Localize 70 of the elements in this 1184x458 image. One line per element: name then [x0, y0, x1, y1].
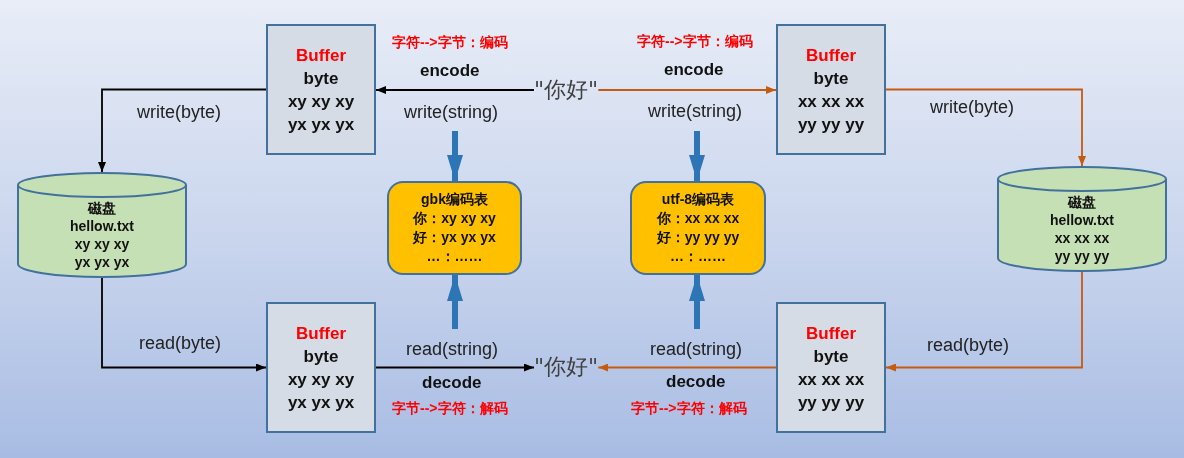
box-text: yx yx yx — [287, 391, 355, 414]
arrow — [101, 277, 267, 372]
box-text: yy yy yy — [797, 113, 865, 136]
box-heading: Buffer — [805, 44, 857, 67]
database-cylinder — [997, 166, 1167, 272]
cylinder-text: xy xy xy — [74, 235, 130, 253]
table-row: 好：yx yx yx — [413, 228, 496, 247]
arrow — [447, 131, 463, 181]
box-heading: Buffer — [805, 322, 857, 345]
edge-label: write(string) — [404, 101, 498, 123]
arrow — [885, 271, 1083, 372]
cylinder-text: 磁盘 — [1068, 193, 1096, 211]
box-text: byte — [303, 345, 339, 368]
cylinder-text: xx xx xx — [1054, 229, 1110, 247]
operation-label: decode — [666, 370, 726, 392]
table-row: …：…… — [670, 247, 726, 266]
table-row: 你：xy xy xy — [413, 209, 496, 228]
process-box — [776, 302, 886, 433]
box-text: byte — [813, 345, 849, 368]
edge-label: write(byte) — [137, 101, 221, 123]
arrow — [689, 275, 705, 329]
arrow — [447, 275, 463, 329]
cylinder-text: yy yy yy — [1054, 247, 1110, 265]
edge-label: write(string) — [648, 100, 742, 122]
rounded-box — [630, 181, 766, 275]
note-text: 字节-->字符：解码 — [631, 399, 747, 417]
box-text: xy xy xy — [287, 90, 355, 113]
table-row: 好：yy yy yy — [656, 228, 740, 247]
process-box — [776, 24, 886, 155]
process-box — [266, 302, 376, 433]
box-heading: Buffer — [295, 44, 347, 67]
table-heading: gbk编码表 — [421, 190, 488, 209]
operation-label: decode — [422, 371, 482, 393]
database-cylinder — [17, 172, 187, 278]
cylinder-text: 磁盘 — [88, 199, 116, 217]
box-text: xx xx xx — [797, 368, 865, 391]
arrow — [597, 86, 777, 94]
box-text: yy yy yy — [797, 391, 865, 414]
arrow — [375, 363, 535, 372]
edge-label: read(byte) — [139, 332, 222, 354]
process-box — [266, 24, 376, 155]
arrow — [885, 88, 1086, 167]
arrow — [375, 86, 535, 94]
box-text: yx yx yx — [287, 113, 355, 136]
edge-label: write(byte) — [930, 96, 1014, 118]
box-text: xy xy xy — [287, 368, 355, 391]
quoted-text: "你好" — [534, 354, 599, 380]
edge-label: read(string) — [650, 338, 743, 360]
table-row: …：…… — [426, 247, 483, 266]
table-heading: utf-8编码表 — [661, 190, 735, 209]
cylinder-text: hellow.txt — [1049, 211, 1114, 229]
note-text: 字符-->字节：编码 — [392, 33, 508, 51]
box-text: xx xx xx — [797, 90, 865, 113]
quoted-text: "你好" — [534, 77, 599, 103]
edge-label: read(byte) — [927, 334, 1010, 356]
rounded-box — [387, 181, 522, 275]
note-text: 字节-->字符：解码 — [392, 399, 508, 417]
edge-label: read(string) — [406, 338, 499, 360]
operation-label: encode — [664, 58, 724, 80]
operation-label: encode — [420, 59, 480, 81]
note-text: 字符-->字节：编码 — [637, 32, 753, 50]
box-text: byte — [303, 67, 339, 90]
arrow — [597, 363, 777, 372]
table-row: 你：xx xx xx — [656, 209, 740, 228]
arrow — [689, 131, 705, 181]
cylinder-text: yx yx yx — [74, 253, 130, 271]
box-heading: Buffer — [295, 322, 347, 345]
cylinder-text: hellow.txt — [69, 217, 134, 235]
arrow — [98, 88, 267, 173]
box-text: byte — [813, 67, 849, 90]
